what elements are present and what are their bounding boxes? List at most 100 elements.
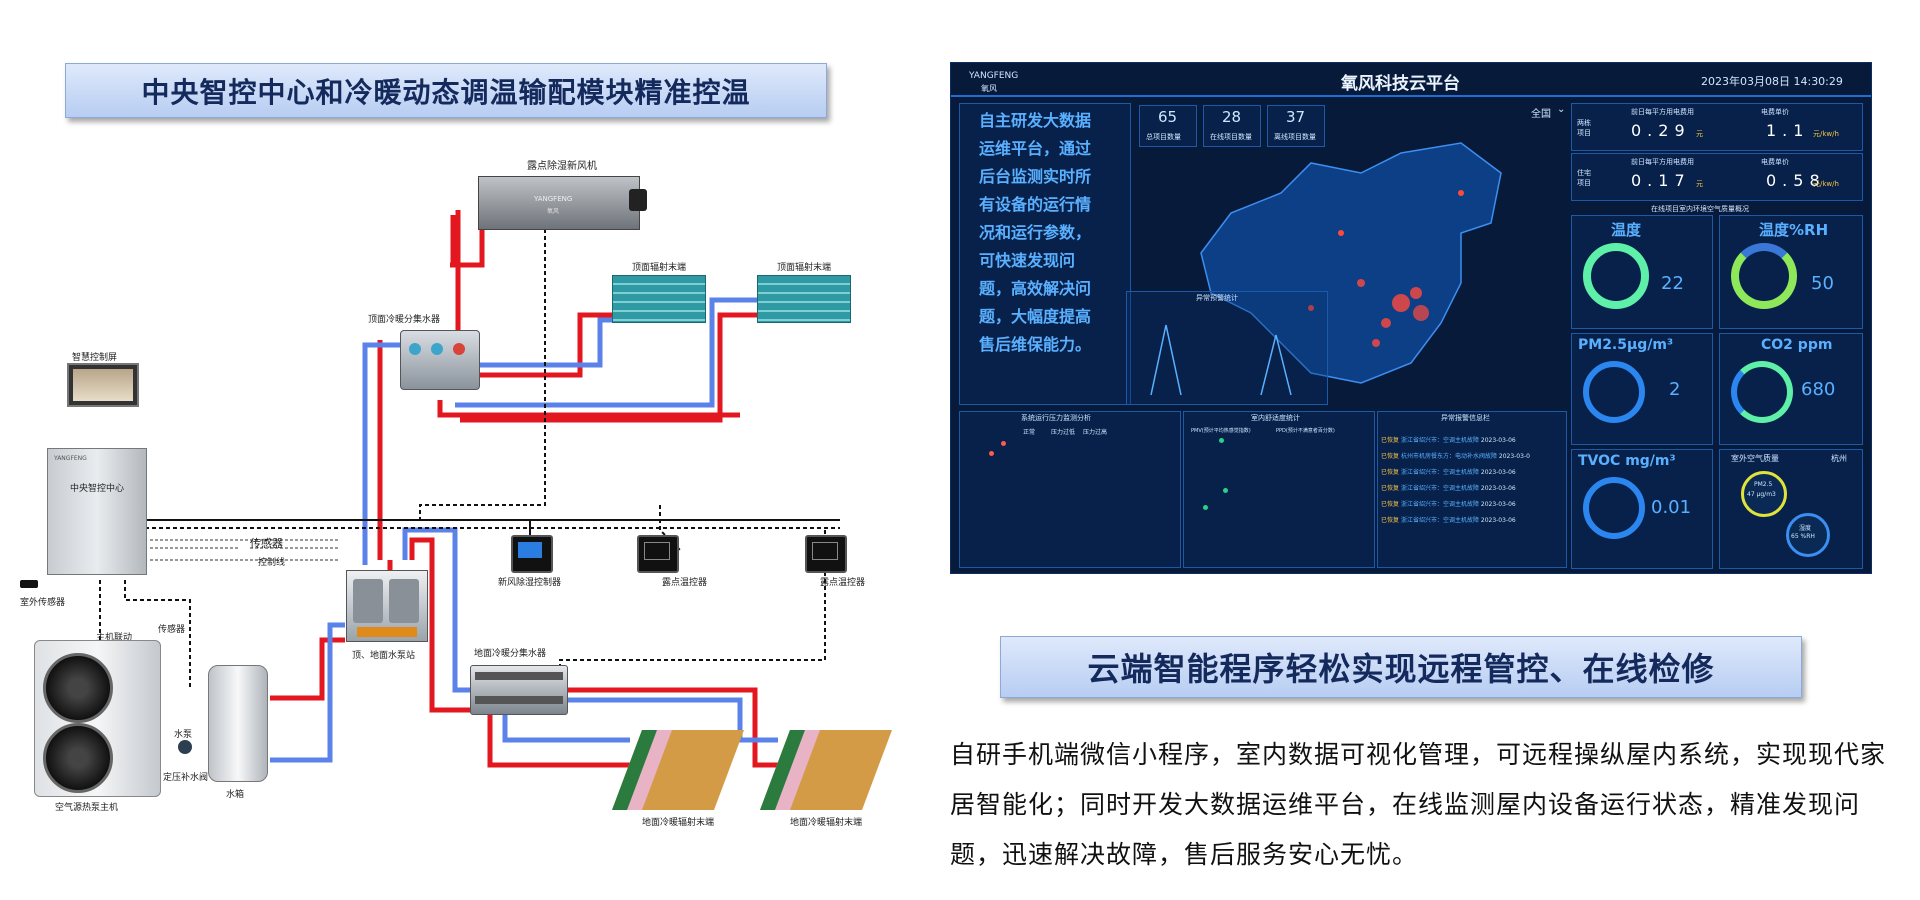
sensor-label: 传感器 xyxy=(250,537,283,550)
comfort-legend-0: PMV(预计平均热感觉指数) xyxy=(1191,428,1251,434)
cold-pipe-radiator-a xyxy=(480,317,612,368)
kpi2-value: 1.1 xyxy=(1766,121,1810,140)
pressure-legend-1: 压力过低 xyxy=(1051,429,1076,436)
alert-row[interactable]: 已恢复 浙江省绍兴市：空调主机故障 2023-03-06 xyxy=(1381,485,1516,492)
outdoor-hum-bubble xyxy=(1786,513,1830,557)
pressure-point-a xyxy=(989,451,994,456)
pm-value: 2 xyxy=(1669,379,1681,400)
energy-panel-a xyxy=(1571,103,1863,151)
outdoor-sensor-device xyxy=(20,580,38,588)
dew-thermostat-a-label: 露点温控器 xyxy=(662,578,708,588)
kpi1-unit: 元 xyxy=(1696,130,1703,138)
alert-row[interactable]: 已恢复 浙江省绍兴市：空调主机故障 2023-03-06 xyxy=(1381,437,1516,444)
comfort-legend-1: PPD(预计不满意者百分数) xyxy=(1276,428,1335,434)
host-link-label: 主机联动 xyxy=(96,633,133,643)
ceiling-radiator-a xyxy=(612,275,706,323)
energy-label-b: 住宅项目 xyxy=(1577,169,1591,187)
hot-pipe-floor xyxy=(409,537,475,713)
water-pump-label: 水泵 xyxy=(174,730,193,740)
outdoor-pm-value: 47 μg/m3 xyxy=(1747,491,1776,498)
china-map[interactable] xyxy=(1161,133,1541,403)
kpi3-label: 前日每平方用电费用 xyxy=(1631,158,1694,166)
energy-panel-b xyxy=(1571,153,1863,201)
hum-value: 50 xyxy=(1811,273,1834,294)
alert-stats-plot xyxy=(1150,324,1292,396)
kpi1-value: 0.29 xyxy=(1631,121,1691,140)
wire-dehumidifier xyxy=(419,215,546,520)
co2-label: CO2 ppm xyxy=(1761,337,1833,353)
system-diagram: YANGFENG 氧风 露点除湿新风机 顶面辐射末端 顶面辐射末端 顶面冷暖分集… xyxy=(0,0,900,900)
pump-station-label: 顶、地面水泵站 xyxy=(352,651,416,661)
alert-row[interactable]: 已恢复 浙江省绍兴市：空调主机故障 2023-03-06 xyxy=(1381,469,1516,476)
kpi4-unit: 元/kw/h xyxy=(1813,180,1839,188)
env-title: 在线项目室内环境空气质量概况 xyxy=(1651,205,1749,213)
kpi3-unit: 元 xyxy=(1696,180,1703,188)
cold-pipes xyxy=(270,297,778,763)
heat-pump-label: 空气源热泵主机 xyxy=(55,803,119,813)
stat-box-offline[interactable]: 37 离线项目数量 xyxy=(1267,105,1325,147)
comfort-panel xyxy=(1183,411,1375,568)
heat-pump-fan-top xyxy=(43,653,113,723)
floor-manifold-bar-top xyxy=(475,672,563,680)
region-selector[interactable]: 全国 xyxy=(1531,109,1551,120)
control-center-brand: YANGFENG xyxy=(54,455,87,462)
tvoc-value: 0.01 xyxy=(1651,497,1692,518)
dew-thermostat-b xyxy=(805,535,847,573)
pressure-legend-2: 压力过高 xyxy=(1083,429,1108,436)
comfort-title: 室内舒适度统计 xyxy=(1251,414,1300,422)
alert-row[interactable]: 已恢复 杭州市机房餐东方：电动补水阀故障 2023-03-0 xyxy=(1381,453,1530,460)
fresh-air-controller-label: 新风除湿控制器 xyxy=(498,578,562,588)
water-pump-device xyxy=(178,740,192,754)
chevron-down-icon: ⌄ xyxy=(1557,104,1566,115)
pm-label: PM2.5μg/m³ xyxy=(1578,337,1674,353)
floor-radiator-b xyxy=(760,730,892,810)
dew-thermostat-a xyxy=(637,535,679,573)
dehumidifier-duct xyxy=(629,189,647,211)
dash-brand: YANGFENG xyxy=(969,71,1019,81)
outdoor-hum-label: 湿度 xyxy=(1799,525,1812,532)
floor-radiator-b-label: 地面冷暖辐射末端 xyxy=(790,818,863,828)
co2-value: 680 xyxy=(1801,379,1836,400)
cloud-dashboard: YANGFENG 氧风 氧风科技云平台 2023年03月08日 14:30:29… xyxy=(950,62,1872,574)
kpi2-label: 电费单价 xyxy=(1761,108,1789,116)
pm-ring xyxy=(1583,361,1645,423)
sensor-b-label: 传感器 xyxy=(158,625,186,635)
hot-pipe-ceiling-loop xyxy=(437,400,740,418)
map-outline xyxy=(1200,142,1502,384)
alert-row[interactable]: 已恢复 浙江省绍兴市：空调主机故障 2023-03-06 xyxy=(1381,501,1516,508)
alert-row[interactable]: 已恢复 浙江省绍兴市：空调主机故障 2023-03-06 xyxy=(1381,517,1516,524)
left-title: 中央智控中心和冷暖动态调温输配模块精准控温 xyxy=(141,75,751,109)
dash-datetime: 2023年03月08日 14:30:29 xyxy=(1701,75,1843,88)
cold-pipe-ceiling xyxy=(362,342,400,565)
pressure-valve-label: 定压补水阀 xyxy=(163,773,209,783)
stat-box-online[interactable]: 28 在线项目数量 xyxy=(1203,105,1261,147)
stat-online-label: 在线项目数量 xyxy=(1210,133,1252,141)
stat-online-value: 28 xyxy=(1222,108,1242,126)
alert-list-panel xyxy=(1377,411,1567,568)
kpi4-label: 电费单价 xyxy=(1761,158,1789,166)
temp-ring xyxy=(1583,243,1649,309)
wire-dew-b xyxy=(559,530,826,680)
stat-box-total[interactable]: 65 总项目数量 xyxy=(1139,105,1197,147)
dew-thermostat-b-label: 露点温控器 xyxy=(820,578,866,588)
comfort-point-c xyxy=(1219,438,1224,443)
comfort-point-a xyxy=(1203,505,1208,510)
wire-sensor xyxy=(124,580,191,690)
hot-pipe-radiator-b xyxy=(460,312,757,423)
stat-total-value: 65 xyxy=(1158,108,1178,126)
map-hotspots xyxy=(1308,190,1464,347)
kpi2-unit: 元/kw/h xyxy=(1813,130,1839,138)
floor-manifold xyxy=(470,665,568,715)
temp-value: 22 xyxy=(1661,273,1684,294)
dash-brand-cn: 氧风 xyxy=(981,84,997,93)
smart-panel-screen xyxy=(73,369,133,401)
ceiling-radiator-a-label: 顶面辐射末端 xyxy=(632,263,687,273)
manifold-valve-1 xyxy=(409,343,421,355)
temp-label: 温度 xyxy=(1611,221,1642,239)
control-line-label: 控制线 xyxy=(258,558,286,568)
pump-station xyxy=(346,570,428,642)
stat-total-label: 总项目数量 xyxy=(1146,133,1181,141)
floor-manifold-bar-bottom xyxy=(475,696,563,704)
manifold-valve-3 xyxy=(453,343,465,355)
tvoc-ring xyxy=(1583,477,1645,539)
